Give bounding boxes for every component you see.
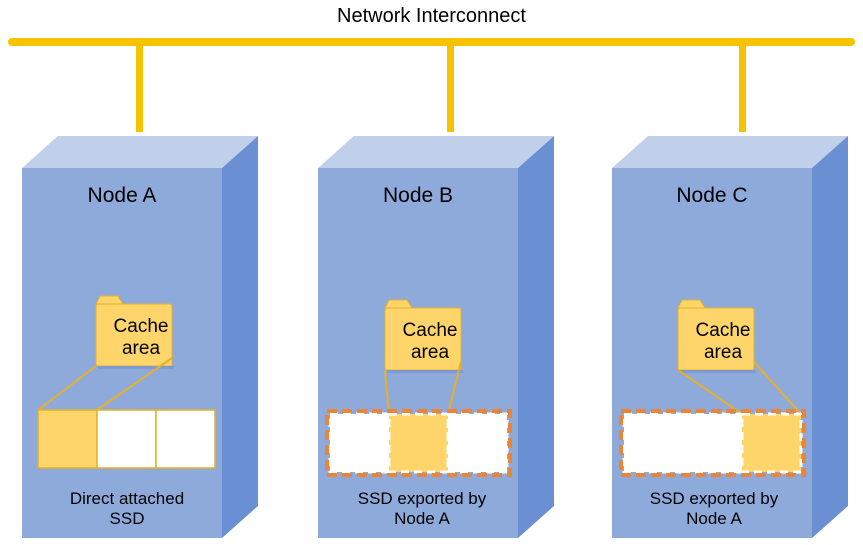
node-c-folder-tab [677,299,706,309]
node-b-ssd-export-border [325,409,512,477]
node-b-title: Node B [382,184,454,207]
network-bus [8,38,855,46]
node-a-ssd-label-line1: Direct attached [69,489,185,508]
node-c-folder-shadow [680,370,756,373]
network-interconnect-label: Network Interconnect [337,5,526,27]
node-b-folder-shadow [387,370,463,373]
node-a-title: Node A [87,184,157,207]
node-c-ssd-label-line1: SSD exported by [649,489,779,508]
node-b-ssd-block-2 [387,412,450,474]
node-a-map-line-right [96,357,173,411]
node-c-ssd-label: SSD exported by Node A [614,489,814,529]
node-b-cache-label-line2: area [410,342,450,364]
node-b-cache-label: Cache area [385,320,475,365]
node-a-cache-label-line1: Cache [113,316,169,337]
node-b-side-face [518,136,554,538]
node-b-map-line-right [447,361,462,415]
node-c-ssd-block-2 [681,412,744,474]
node-a-cache-label-line2: area [121,338,161,360]
node-b-connector [447,44,454,132]
node-b-ssd-block-1 [328,412,391,474]
node-a-side-face [222,136,258,538]
node-a-cache-label: Cache area [96,316,186,361]
node-c-title: Node C [676,184,748,207]
node-c-ssd-block-3 [740,412,803,474]
node-a-ssd-block-1 [37,409,98,469]
node-a [22,44,258,538]
node-b-ssd-label: SSD exported by Node A [322,489,522,529]
node-b-map-line-left [384,369,390,415]
node-c-map-line-right [753,361,802,415]
node-c-cache-label: Cache area [678,320,768,365]
node-c-cache-label-line2: area [703,342,743,364]
node-c-ssd-export-border [619,409,806,477]
node-a-connector [136,44,143,132]
node-a-folder-tab [95,295,124,305]
node-c-connector [739,44,746,132]
node-b [318,44,554,538]
node-b-cache-label-line1: Cache [402,320,458,341]
node-c-side-face [812,136,848,538]
node-b-ssd-block-3 [446,412,509,474]
node-c-ssd-label-line2: Node A [686,509,742,529]
node-a-ssd-block-3 [155,409,216,469]
node-b-top-face [318,136,554,168]
node-a-ssd-block-2 [96,409,157,469]
node-c [612,44,848,538]
node-b-folder-tab [384,299,413,309]
node-a-ssd-label: Direct attached SSD [27,489,227,529]
node-c-cache-label-line1: Cache [695,320,751,341]
node-a-folder-shadow [98,366,174,369]
node-a-ssd-label-line2: SSD [109,509,145,529]
node-c-ssd-block-1 [622,412,685,474]
node-b-ssd-label-line1: SSD exported by [357,489,487,508]
nodes-layer [22,44,848,538]
node-c-top-face [612,136,848,168]
node-c-map-line-left [677,369,743,415]
node-a-top-face [22,136,258,168]
node-b-ssd-label-line2: Node A [394,509,450,529]
node-a-map-line-left [37,365,97,411]
